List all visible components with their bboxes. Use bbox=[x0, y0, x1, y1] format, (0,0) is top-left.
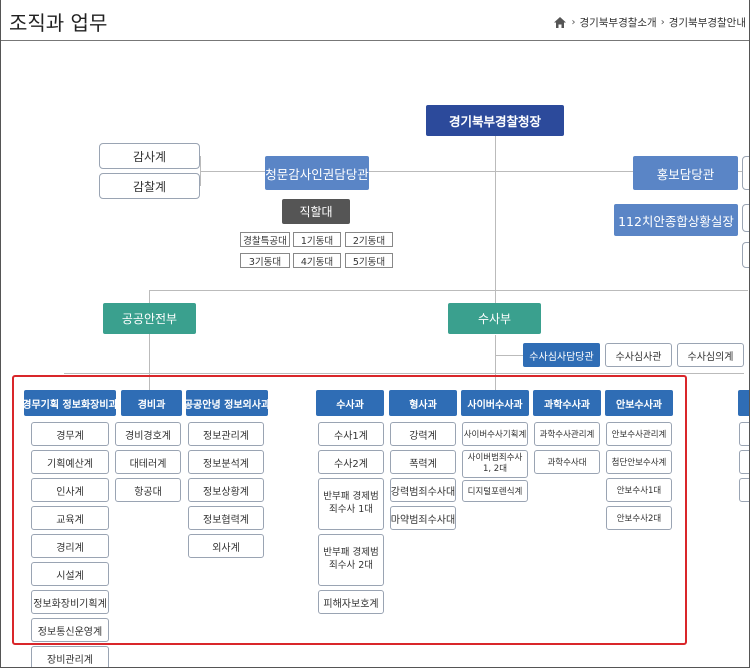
sub-unit[interactable]: 인사계 bbox=[31, 478, 109, 502]
direct-unit-item[interactable]: 3기동대 bbox=[240, 253, 290, 268]
connector-line bbox=[495, 335, 496, 390]
sub-unit[interactable]: 항공대 bbox=[115, 478, 181, 502]
sub-unit[interactable]: 정보분석계 bbox=[188, 450, 264, 474]
sub-unit[interactable]: 시설계 bbox=[31, 562, 109, 586]
dept-header[interactable]: 경무기획 정보화장비과 bbox=[22, 390, 118, 416]
direct-unit-item[interactable]: 2기동대 bbox=[345, 232, 393, 247]
direct-unit-item[interactable]: 5기동대 bbox=[345, 253, 393, 268]
investigation-bureau-box[interactable]: 수사부 bbox=[448, 303, 541, 334]
sub-unit[interactable]: 대테러계 bbox=[115, 450, 181, 474]
direct-unit-item[interactable]: 1기동대 bbox=[293, 232, 341, 247]
sub-unit[interactable]: 과학수사대 bbox=[534, 450, 600, 474]
inspection-team-box[interactable]: 감찰계 bbox=[99, 173, 200, 199]
connector-line bbox=[149, 290, 748, 291]
breadcrumb: › 경기북부경찰소개 › 경기북부경찰안내 bbox=[553, 15, 746, 30]
dept-header[interactable]: 안보수사과 bbox=[605, 390, 673, 416]
sub-unit[interactable]: 사이버수사기획계 bbox=[462, 422, 528, 446]
pr-officer-box[interactable]: 홍보담당관 bbox=[633, 156, 738, 190]
connector-line bbox=[149, 334, 150, 390]
sub-unit[interactable]: 경비경호계 bbox=[115, 422, 181, 446]
cutoff-box bbox=[742, 242, 750, 268]
dept-header-cutoff bbox=[738, 390, 750, 416]
cutoff-box bbox=[739, 450, 750, 474]
sub-unit[interactable]: 안보수사1대 bbox=[606, 478, 672, 502]
cutoff-box bbox=[739, 478, 750, 502]
connector-line bbox=[200, 171, 748, 172]
sub-unit[interactable]: 장비관리계 bbox=[31, 646, 109, 668]
chief-box[interactable]: 경기북부경찰청장 bbox=[426, 105, 564, 136]
sub-unit[interactable]: 정보상황계 bbox=[188, 478, 264, 502]
sub-unit[interactable]: 경리계 bbox=[31, 534, 109, 558]
page-header: 조직과 업무 › 경기북부경찰소개 › 경기북부경찰안내 bbox=[0, 0, 750, 40]
public-safety-bureau-box[interactable]: 공공안전부 bbox=[103, 303, 196, 334]
sub-unit[interactable]: 피해자보호계 bbox=[318, 590, 384, 614]
dept-header[interactable]: 공공안녕 정보외사과 bbox=[184, 390, 270, 416]
connector-line bbox=[495, 355, 523, 356]
sub-unit[interactable]: 첨단안보수사계 bbox=[606, 450, 672, 474]
sub-unit[interactable]: 강력계 bbox=[390, 422, 456, 446]
investigation-reviewer-box[interactable]: 수사심사관 bbox=[605, 343, 672, 367]
sub-unit[interactable]: 안보수사관리계 bbox=[606, 422, 672, 446]
sub-unit[interactable]: 경무계 bbox=[31, 422, 109, 446]
cutoff-box bbox=[739, 422, 750, 446]
sub-unit[interactable]: 마약범죄수사대 bbox=[390, 506, 456, 530]
sub-unit[interactable]: 수사1계 bbox=[318, 422, 384, 446]
page-title: 조직과 업무 bbox=[9, 11, 108, 35]
direct-unit-item[interactable]: 4기동대 bbox=[293, 253, 341, 268]
breadcrumb-item[interactable]: 경기북부경찰소개 bbox=[579, 17, 657, 29]
sub-unit[interactable]: 정보화장비기획계 bbox=[31, 590, 109, 614]
dept-header[interactable]: 경비과 bbox=[121, 390, 182, 416]
breadcrumb-item[interactable]: 경기북부경찰안내 bbox=[668, 17, 746, 29]
sub-unit[interactable]: 강력범죄수사대 bbox=[390, 478, 456, 502]
chevron-right-icon: › bbox=[571, 17, 576, 28]
sub-unit[interactable]: 과학수사관리계 bbox=[534, 422, 600, 446]
connector-line bbox=[149, 290, 150, 305]
sub-unit[interactable]: 안보수사2대 bbox=[606, 506, 672, 530]
sub-unit[interactable]: 기획예산계 bbox=[31, 450, 109, 474]
dept-header[interactable]: 과학수사과 bbox=[533, 390, 601, 416]
investigation-deliberation-box[interactable]: 수사심의계 bbox=[677, 343, 744, 367]
home-icon[interactable] bbox=[553, 16, 567, 29]
connector-line bbox=[64, 373, 744, 374]
header-divider bbox=[0, 40, 750, 41]
cutoff-box bbox=[742, 156, 750, 190]
direct-unit-item[interactable]: 경찰특공대 bbox=[240, 232, 290, 247]
direct-unit-box[interactable]: 직할대 bbox=[282, 199, 350, 224]
sub-unit[interactable]: 외사계 bbox=[188, 534, 264, 558]
sub-unit[interactable]: 폭력계 bbox=[390, 450, 456, 474]
audit-team-box[interactable]: 감사계 bbox=[99, 143, 200, 169]
investigation-review-officer-box[interactable]: 수사심사담당관 bbox=[523, 343, 600, 367]
sub-unit[interactable]: 사이버범죄수사 1, 2대 bbox=[462, 450, 528, 478]
sub-unit[interactable]: 디지털포렌식계 bbox=[462, 480, 528, 502]
dept-header[interactable]: 사이버수사과 bbox=[461, 390, 529, 416]
sub-unit[interactable]: 교육계 bbox=[31, 506, 109, 530]
dept-header[interactable]: 수사과 bbox=[316, 390, 384, 416]
connector-line bbox=[495, 136, 496, 304]
dept-header[interactable]: 형사과 bbox=[389, 390, 457, 416]
hearing-officer-box[interactable]: 청문감사인권담당관 bbox=[265, 156, 369, 190]
chevron-right-icon: › bbox=[660, 17, 665, 28]
situation-room-box[interactable]: 112치안종합상황실장 bbox=[614, 204, 738, 236]
sub-unit[interactable]: 수사2계 bbox=[318, 450, 384, 474]
sub-unit[interactable]: 정보관리계 bbox=[188, 422, 264, 446]
sub-unit[interactable]: 반부패 경제범죄수사 2대 bbox=[318, 534, 384, 586]
connector-line bbox=[200, 156, 201, 186]
sub-unit[interactable]: 반부패 경제범죄수사 1대 bbox=[318, 478, 384, 530]
sub-unit[interactable]: 정보통신운영계 bbox=[31, 618, 109, 642]
sub-unit[interactable]: 정보협력계 bbox=[188, 506, 264, 530]
cutoff-box bbox=[742, 204, 750, 232]
